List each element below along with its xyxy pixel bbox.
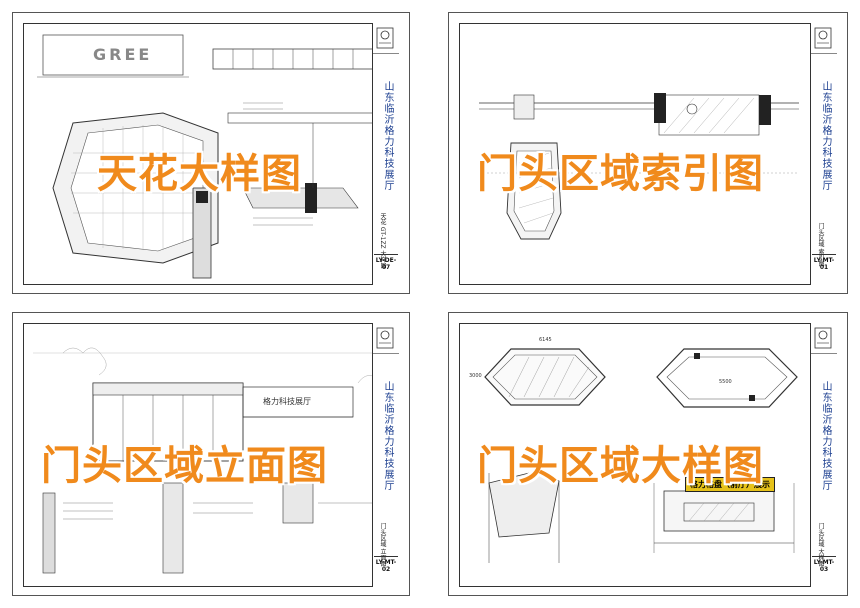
highlight-label: 格力格盘（前厅）展示 (685, 477, 775, 492)
company-logo-icon (376, 327, 394, 349)
overlay-title: 天花大样图 (97, 151, 302, 197)
title-block: 山东临沂格力科技展厅 天花 GT-1ZZ 大样图 LY-DE-07 (372, 23, 399, 285)
project-name: 山东临沂格力科技展厅 (820, 81, 831, 191)
overlay-title: 门头区域索引图 (477, 151, 764, 197)
sheet-code: LY-MT-01 (812, 254, 836, 271)
overlay-title: 门头区域大样图 (477, 443, 764, 489)
sheet-name: 门头区域 大样图 (817, 523, 824, 567)
gree-logo-text: GREE (93, 45, 153, 64)
sheet-name: 天花 GT-1ZZ 大样图 (379, 213, 386, 269)
dim-width: 6145 (539, 337, 552, 343)
drawing-sheet-3: 格力科技展厅 山东临沂格力科技展厅 门头区域 立面图 LY-MT-02 门头区域… (12, 312, 410, 596)
title-block: 山东临沂格力科技展厅 门头区域 索引图 LY-MT-01 (810, 23, 837, 285)
drawing-sheet-4: 6145 3000 5500 格力格盘（前厅）展示 山东临沂格力科技展厅 门头区… (448, 312, 848, 596)
project-name: 山东临沂格力科技展厅 (382, 81, 393, 191)
sheet-name: 门头区域 立面图 (379, 523, 386, 567)
overlay-title: 门头区域立面图 (41, 443, 328, 489)
sheet-code: LY-MT-02 (374, 556, 398, 573)
storefront-detail-drawing (484, 348, 798, 563)
company-logo-icon (814, 27, 832, 49)
dim-height: 3000 (469, 373, 482, 379)
storefront-index-drawing (479, 93, 799, 240)
sheet-code: LY-DE-07 (374, 254, 398, 271)
company-logo-icon (814, 327, 832, 349)
sheet-code: LY-MT-03 (812, 556, 836, 573)
title-block: 山东临沂格力科技展厅 门头区域 大样图 LY-MT-03 (810, 323, 837, 587)
drawing-sheet-1: GREE 山东临沂格力科技展厅 天花 GT-1ZZ 大样图 LY-DE-07 天… (12, 12, 410, 294)
drawing-sheet-2: 山东临沂格力科技展厅 门头区域 索引图 LY-MT-01 门头区域索引图 (448, 12, 848, 294)
storefront-elevation-drawing (33, 347, 393, 574)
sheet-name: 门头区域 索引图 (817, 223, 824, 267)
project-name: 山东临沂格力科技展厅 (820, 381, 831, 491)
company-logo-icon (376, 27, 394, 49)
project-name: 山东临沂格力科技展厅 (382, 381, 393, 491)
title-block: 山东临沂格力科技展厅 门头区域 立面图 LY-MT-02 (372, 323, 399, 587)
ceiling-detail-drawing (37, 34, 389, 279)
storefront-sign-text: 格力科技展厅 (263, 397, 311, 406)
dim-inner: 5500 (719, 379, 732, 385)
